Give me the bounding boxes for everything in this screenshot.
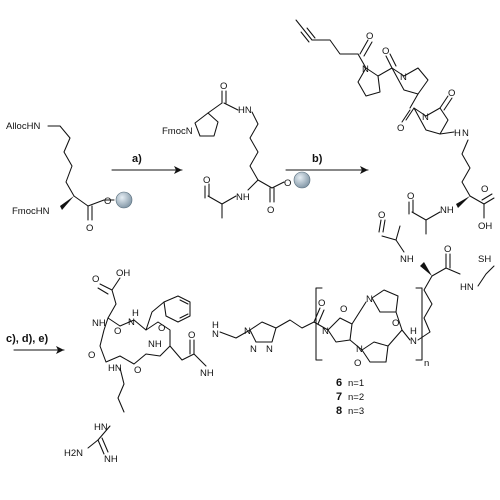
amide-n: N bbox=[212, 329, 219, 340]
pentynoyl-triproline-structure: O N O N O N O H N O OH NH O bbox=[295, 19, 495, 235]
triazole-n2: N bbox=[250, 344, 257, 355]
triazole-n3: N bbox=[266, 344, 273, 355]
compound-8-label: 8 bbox=[336, 405, 342, 417]
pro1-o: O bbox=[382, 46, 389, 57]
arrow-step-cde: c), d), e) bbox=[6, 333, 65, 354]
b-lys-nh: H bbox=[454, 128, 461, 139]
thiol-sh: SH bbox=[478, 254, 491, 265]
b-nh-label: NH bbox=[440, 205, 454, 216]
asp-o: O bbox=[92, 274, 99, 285]
pro2-o: O bbox=[397, 123, 404, 134]
rep-h: H bbox=[410, 326, 417, 337]
lysine-hn-label: HN bbox=[238, 105, 252, 116]
rep-pro1-n: N bbox=[322, 326, 329, 337]
f-amide-hn: HN bbox=[460, 282, 474, 293]
glu-o: O bbox=[188, 330, 195, 341]
compound-7-n: n=2 bbox=[348, 392, 364, 403]
b-acid-o: O bbox=[481, 184, 488, 195]
int-nh-label: NH bbox=[236, 192, 250, 203]
reagent-step-cde: c), d), e) bbox=[6, 333, 49, 345]
arg-hn: HN bbox=[94, 422, 108, 433]
int-ester-o: O bbox=[284, 178, 291, 189]
ring-nh-2: NH bbox=[148, 339, 162, 350]
rep-o-2: O bbox=[354, 358, 361, 369]
compound-6-n: n=1 bbox=[348, 378, 364, 389]
amide-h: H bbox=[212, 320, 219, 331]
ring-nh-1: NH bbox=[92, 318, 106, 329]
pro2-n: N bbox=[400, 72, 407, 83]
arg-h2n: H2N bbox=[64, 448, 83, 459]
arrow-step-a: a) bbox=[111, 153, 183, 174]
ring-h-1: H bbox=[132, 308, 139, 319]
rep-pro3-n: N bbox=[366, 294, 373, 305]
ring-o-3: O bbox=[88, 350, 95, 361]
ring-n-1: N bbox=[128, 317, 135, 328]
arg-nh: NH bbox=[104, 454, 118, 465]
linker-o: O bbox=[318, 298, 325, 309]
int-acetyl-o: O bbox=[203, 175, 210, 186]
fmoc-n-label: FmocN bbox=[162, 126, 193, 137]
asp-oh: OH bbox=[116, 268, 130, 279]
compound-8-n: n=3 bbox=[348, 406, 364, 417]
pro3-n: N bbox=[422, 112, 429, 123]
ring-hn-3: HN bbox=[108, 363, 122, 374]
pro3-o: O bbox=[448, 88, 455, 99]
b-acetyl-o: O bbox=[407, 191, 414, 202]
b-acid-oh: OH bbox=[478, 221, 492, 232]
arrow-step-b: b) bbox=[285, 153, 369, 174]
f-nh: NH bbox=[400, 254, 414, 265]
ester-o-label: O bbox=[104, 196, 111, 207]
glu-nh: NH bbox=[200, 368, 214, 379]
rep-o-1: O bbox=[340, 304, 347, 315]
resin-bead-2 bbox=[293, 171, 311, 189]
alloc-hn-label: AllocHN bbox=[6, 121, 40, 132]
repeat-n: n bbox=[424, 358, 429, 369]
rep-n-out: N bbox=[410, 336, 417, 347]
starting-material-structure: AllocHN FmocHN O O bbox=[6, 121, 133, 234]
triazole-n1: N bbox=[244, 326, 251, 337]
ring-o-1: O bbox=[114, 326, 121, 337]
compound-7-label: 7 bbox=[336, 391, 342, 403]
alkyne-carbonyl-o: O bbox=[366, 31, 373, 42]
ring-o-4: O bbox=[134, 365, 141, 376]
resin-bead-1 bbox=[115, 191, 133, 209]
compound-legend: 6 n=1 7 n=2 8 n=3 bbox=[336, 377, 364, 417]
reagent-step-b: b) bbox=[312, 153, 323, 165]
rep-o-3: O bbox=[392, 318, 399, 329]
fmoc-hn-label: FmocHN bbox=[12, 206, 50, 217]
pro1-n: N bbox=[362, 64, 369, 75]
cyclic-rgd-conjugate-structure: OH O O NH H N O NH O HN O HN NH H2N O NH… bbox=[64, 210, 495, 465]
int-carbonyl-o: O bbox=[267, 205, 274, 216]
f-amide-o: O bbox=[444, 244, 451, 255]
intermediate-structure: FmocN O HN O O NH O bbox=[162, 81, 311, 219]
rep-pro2-n: N bbox=[356, 344, 363, 355]
f-acetyl-o: O bbox=[378, 210, 385, 221]
ring-o-2: O bbox=[158, 323, 165, 334]
carbonyl-o-label: O bbox=[86, 223, 93, 234]
pro-carbonyl-o: O bbox=[220, 81, 227, 92]
b-lys-n: N bbox=[462, 128, 469, 139]
reagent-step-a: a) bbox=[132, 153, 142, 165]
compound-6-label: 6 bbox=[336, 377, 342, 389]
